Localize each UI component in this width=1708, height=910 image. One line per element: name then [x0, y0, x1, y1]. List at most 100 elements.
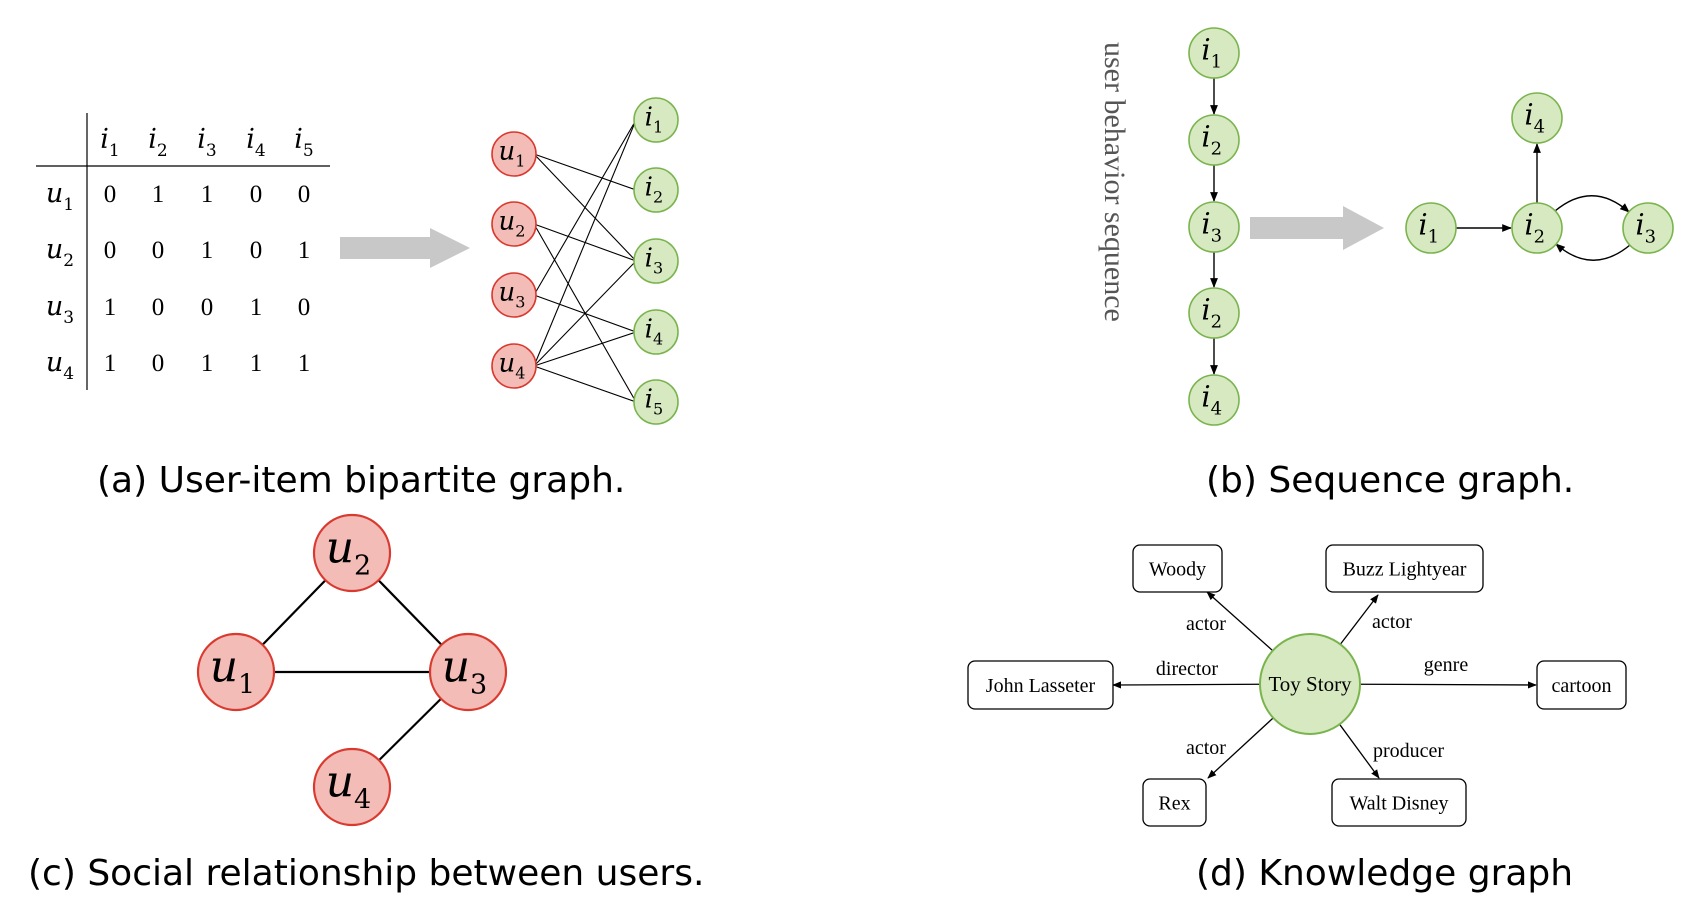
matrix-cell: 1 [250, 350, 263, 377]
relation-edge-walt [1339, 723, 1380, 779]
caption-a: (a) User-item bipartite graph. [97, 460, 625, 501]
entity-john: John Lasseter [967, 660, 1114, 710]
sequence-node-3: i3 [1188, 201, 1240, 253]
relation-edge-buzz [1339, 594, 1379, 645]
graph-node-i3: i3 [1622, 202, 1674, 254]
graph-edge-i2-i3 [1554, 195, 1630, 213]
matrix-cell: 0 [250, 237, 263, 264]
item-node-1: i1 [633, 97, 679, 143]
matrix-row: u1 0 1 1 0 0 [46, 178, 310, 215]
item-node-3-label: i3 [645, 244, 664, 278]
sequence-node-4-label: i2 [1201, 292, 1222, 332]
graph-node-i1-label: i1 [1418, 207, 1439, 247]
bipartite-edge [533, 365, 637, 403]
bipartite-item-nodes: i1 i2 i3 i4 i5 [633, 97, 679, 425]
matrix-cell: 0 [104, 237, 117, 264]
graph-node-i4-label: i4 [1524, 97, 1545, 137]
graph-node-i3-label: i3 [1635, 207, 1656, 247]
user-node-2: u2 [491, 201, 537, 247]
bipartite-edge [533, 119, 637, 367]
item-node-5-label: i5 [645, 385, 664, 419]
user-node-3-label: u3 [498, 278, 525, 312]
sequence-node-1: i1 [1188, 27, 1240, 79]
relation-edge-cartoon [1359, 681, 1537, 689]
matrix-cell: 0 [250, 181, 263, 208]
matrix-row-label-4: u4 [46, 347, 74, 384]
panel-d: actor actor director genre actor producer Toy… [967, 544, 1627, 894]
matrix-cell: 0 [298, 294, 311, 321]
item-node-5: i5 [633, 379, 679, 425]
caption-c: (c) Social relationship between users. [28, 853, 704, 894]
matrix-row-label-2: u2 [46, 234, 74, 271]
entity-label-woody: Woody [1149, 559, 1206, 581]
matrix-cell: 1 [104, 294, 117, 321]
transform-arrow-b [1250, 206, 1384, 250]
social-node-u3-label: u3 [442, 642, 488, 701]
relation-label-rex: actor [1186, 737, 1226, 759]
bipartite-user-nodes: u1 u2 u3 u4 [491, 131, 537, 389]
sequence-node-3-label: i3 [1201, 206, 1222, 246]
bipartite-edge [533, 331, 637, 367]
center-entity-label: Toy Story [1268, 672, 1352, 696]
matrix-row-label-3: u3 [46, 291, 74, 328]
matrix-cell: 0 [152, 237, 165, 264]
relation-label-walt: producer [1373, 740, 1444, 762]
entity-woody: Woody [1132, 544, 1223, 593]
bipartite-edge [533, 153, 637, 191]
matrix-row: u2 0 0 1 0 1 [46, 234, 310, 271]
graph-node-i2-label: i2 [1524, 207, 1545, 247]
entity-walt: Walt Disney [1331, 778, 1467, 827]
entity-label-cartoon: cartoon [1552, 675, 1612, 697]
user-node-3: u3 [491, 272, 537, 318]
matrix-cell: 0 [104, 181, 117, 208]
sequence-node-5: i4 [1188, 374, 1240, 426]
matrix-cell: 0 [298, 181, 311, 208]
social-node-u1: u1 [196, 632, 276, 712]
entity-buzz: Buzz Lightyear [1325, 544, 1484, 593]
sequence-chain: i1 i2 i3 i2 i4 [1188, 27, 1240, 426]
sequence-node-2: i2 [1188, 114, 1240, 166]
matrix-cell: 0 [152, 294, 165, 321]
matrix-cell: 1 [201, 237, 214, 264]
item-node-4-label: i4 [645, 315, 664, 349]
user-node-4-label: u4 [498, 349, 525, 383]
relation-edge-john [1112, 681, 1261, 689]
matrix-cell: 1 [201, 181, 214, 208]
relation-label-buzz: actor [1372, 611, 1412, 633]
item-node-2: i2 [633, 167, 679, 213]
entity-label-john: John Lasseter [986, 675, 1096, 697]
matrix-cell: 1 [298, 237, 311, 264]
matrix-col-header-1: i1 [100, 124, 119, 161]
graph-node-i4: i4 [1511, 92, 1563, 144]
social-node-u2: u2 [312, 513, 392, 593]
relation-label-john: director [1156, 658, 1219, 680]
graph-node-i1: i1 [1405, 202, 1457, 254]
matrix-row-label-1: u1 [46, 178, 74, 215]
social-node-u1-label: u1 [210, 642, 256, 701]
relation-label-cartoon: genre [1424, 654, 1469, 676]
graph-node-i2: i2 [1511, 202, 1563, 254]
matrix-col-header-3: i3 [197, 124, 216, 161]
graph-edge-i3-i2 [1555, 243, 1631, 261]
sequence-graph: i1 i2 i3 i4 [1405, 92, 1674, 261]
bipartite-edge [533, 119, 637, 296]
sequence-node-5-label: i4 [1201, 379, 1222, 419]
transform-arrow-a [340, 228, 470, 268]
caption-b: (b) Sequence graph. [1206, 460, 1574, 501]
caption-d: (d) Knowledge graph [1196, 853, 1573, 894]
user-node-4: u4 [491, 343, 537, 389]
matrix-cell: 1 [152, 181, 165, 208]
knowledge-graph-edges: actor actor director genre actor producer [1112, 591, 1537, 779]
knowledge-graph-center: Toy Story [1259, 633, 1361, 735]
user-node-1-label: u1 [498, 137, 525, 171]
item-node-3: i3 [633, 238, 679, 284]
relation-label-woody: actor [1186, 613, 1226, 635]
matrix-col-header-2: i2 [148, 124, 167, 161]
